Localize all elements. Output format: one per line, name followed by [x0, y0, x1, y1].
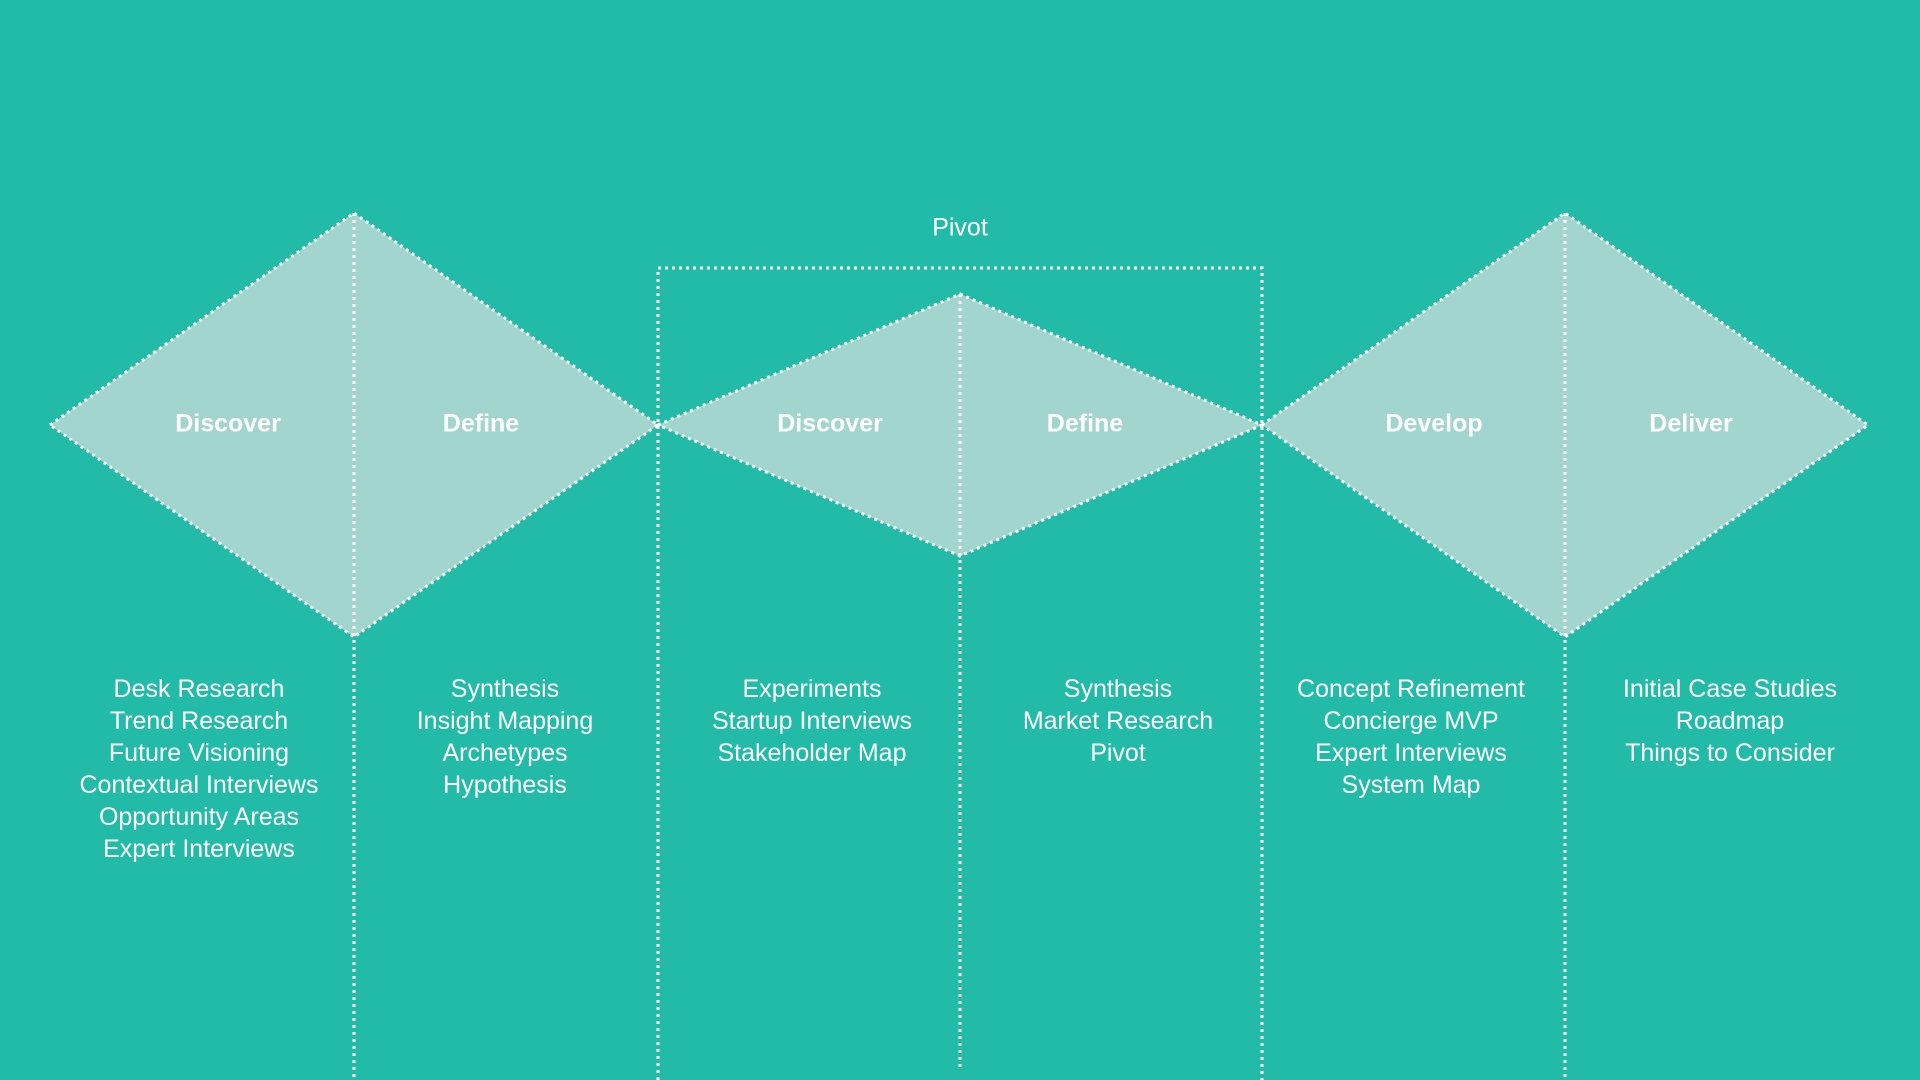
- activity-item: Expert Interviews: [1315, 739, 1507, 767]
- diamond-1-outline: [47, 211, 661, 639]
- activity-item: Concierge MVP: [1323, 707, 1498, 735]
- diamond-1-left-label: Discover: [175, 410, 281, 438]
- activity-item: Things to Consider: [1625, 739, 1835, 767]
- diamond-2-left-label: Discover: [777, 410, 883, 438]
- diamond-2-left-activities: Experiments Startup Interviews Stakehold…: [712, 675, 912, 767]
- pivot-label: Pivot: [932, 214, 988, 242]
- diamond-3: Develop Deliver Concept Refinement Conci…: [1259, 211, 1871, 1080]
- activity-item: Desk Research: [114, 675, 285, 703]
- activity-item: Insight Mapping: [417, 707, 594, 735]
- activity-item: Expert Interviews: [103, 835, 295, 863]
- diamond-3-left-label: Develop: [1385, 410, 1482, 438]
- diamond-1-right-activities: Synthesis Insight Mapping Archetypes Hyp…: [417, 675, 594, 799]
- activity-item: Contextual Interviews: [79, 771, 318, 799]
- activity-item: Trend Research: [110, 707, 288, 735]
- diamond-3-outline: [1259, 211, 1871, 639]
- diamond-3-right-activities: Initial Case Studies Roadmap Things to C…: [1623, 675, 1837, 767]
- activity-item: System Map: [1342, 771, 1481, 799]
- pivot-group: Pivot: [656, 214, 1264, 1080]
- activity-item: Synthesis: [1064, 675, 1172, 703]
- diamond-2-right-activities: Synthesis Market Research Pivot: [1023, 675, 1213, 767]
- activity-item: Concept Refinement: [1297, 675, 1525, 703]
- diamond-3-right-label: Deliver: [1649, 410, 1733, 438]
- activity-item: Opportunity Areas: [99, 803, 299, 831]
- activity-item: Roadmap: [1676, 707, 1784, 735]
- diamond-2: Discover Define Experiments Startup Inte…: [654, 292, 1266, 1068]
- pivot-box-outline: [656, 266, 1264, 1080]
- diamond-3-left-activities: Concept Refinement Concierge MVP Expert …: [1297, 675, 1525, 799]
- activity-item: Initial Case Studies: [1623, 675, 1837, 703]
- activity-item: Market Research: [1023, 707, 1213, 735]
- diamond-1-left-activities: Desk Research Trend Research Future Visi…: [79, 675, 318, 863]
- activity-item: Synthesis: [451, 675, 559, 703]
- activity-item: Future Visioning: [109, 739, 289, 767]
- activity-item: Archetypes: [442, 739, 567, 767]
- activity-item: Hypothesis: [443, 771, 567, 799]
- activity-item: Experiments: [743, 675, 882, 703]
- diamond-1-right-label: Define: [443, 410, 520, 438]
- activity-item: Pivot: [1090, 739, 1146, 767]
- activity-item: Startup Interviews: [712, 707, 912, 735]
- diamond-1: Discover Define Desk Research Trend Rese…: [47, 211, 661, 1080]
- diamond-2-right-label: Define: [1047, 410, 1124, 438]
- diamond-2-shape: [658, 294, 1262, 556]
- activity-item: Stakeholder Map: [717, 739, 906, 767]
